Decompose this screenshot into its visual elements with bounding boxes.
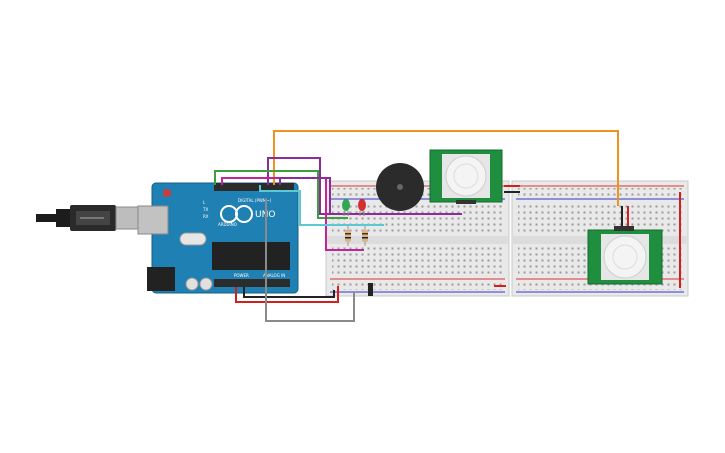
atmega-chip <box>212 242 290 270</box>
power-analog-header <box>214 279 290 287</box>
wire-green[interactable] <box>214 170 348 219</box>
wires <box>214 130 681 322</box>
arduino-uno-board[interactable]: ARDUINO UNO DIGITAL (PWM~) POWER ANALOG … <box>137 182 299 294</box>
led-green[interactable] <box>342 199 350 216</box>
wire-red-bottom[interactable] <box>235 286 339 303</box>
jumper-component[interactable] <box>368 283 373 296</box>
l-label: L <box>203 200 206 205</box>
analog-in-label: ANALOG IN <box>263 273 285 278</box>
pir-sensor-1[interactable] <box>429 149 503 204</box>
arduino-brand-label: ARDUINO <box>218 222 237 227</box>
digital-pwm-label: DIGITAL (PWM~) <box>238 198 272 203</box>
digital-header <box>214 183 294 191</box>
wire-black-bottom[interactable] <box>243 287 335 298</box>
rx-label: RX <box>203 214 209 219</box>
resistor-2[interactable] <box>362 226 368 246</box>
piezo-buzzer[interactable] <box>376 163 424 211</box>
wire-purple-2[interactable] <box>279 177 331 214</box>
power-label: POWER <box>234 273 249 278</box>
resistor-1[interactable] <box>345 226 351 246</box>
wire-purple-1[interactable] <box>267 157 462 215</box>
reset-button[interactable] <box>163 189 171 197</box>
wire-cyan[interactable] <box>259 185 384 226</box>
led-red[interactable] <box>358 199 366 216</box>
usb-cable[interactable] <box>36 205 155 231</box>
pir-sensor-2[interactable] <box>587 226 663 285</box>
wire-gray[interactable] <box>265 198 355 322</box>
tx-label: TX <box>202 207 208 212</box>
